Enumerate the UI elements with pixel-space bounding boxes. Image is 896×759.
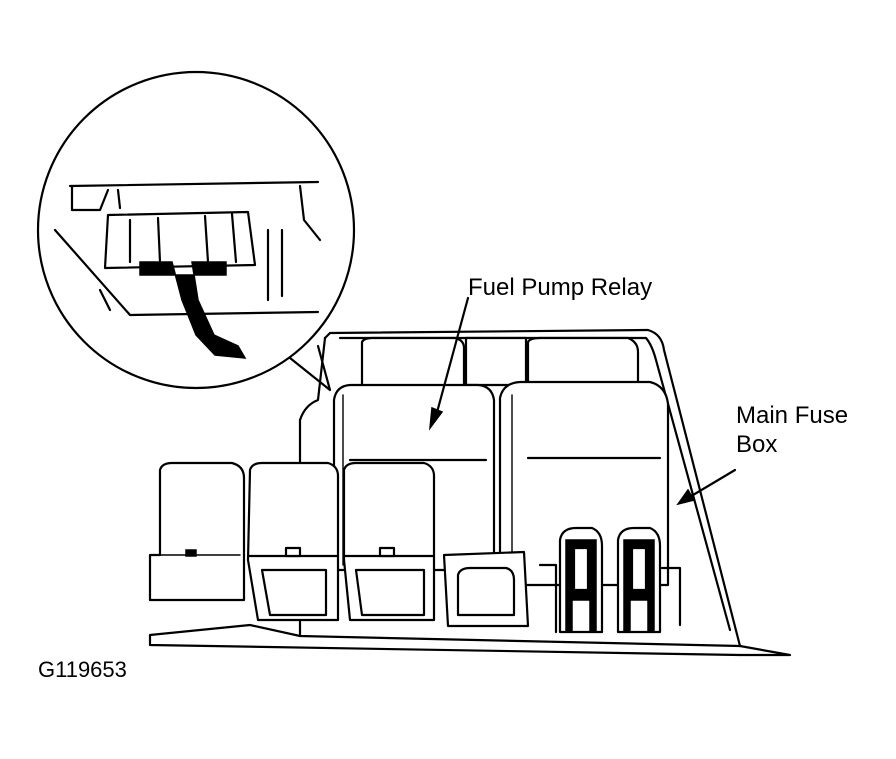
- fuse-clip-2-window: [630, 546, 648, 592]
- front-relay-row: [148, 461, 530, 628]
- fuse-box-left-wall: [298, 336, 327, 422]
- detail-circle: [36, 70, 356, 390]
- relay-b-socket: [260, 568, 328, 617]
- relay-b: [246, 461, 340, 622]
- detail-pointer: [288, 344, 332, 392]
- relay-c-tab: [378, 546, 396, 558]
- inset-housing: [70, 184, 322, 242]
- main-fuse-box-leader: [686, 468, 737, 500]
- back-relay-row: [360, 336, 640, 392]
- fuse-box-inner-rim: [338, 336, 732, 632]
- inset-connector: [103, 210, 257, 270]
- relay-socket-d-opening: [456, 566, 516, 617]
- fuse-clip-frames: [538, 563, 682, 634]
- inset-details: [98, 228, 284, 312]
- back-relay-2: [464, 336, 528, 387]
- figure-id: G119653: [38, 657, 127, 682]
- fuel-pump-relay-arrowhead: [428, 406, 444, 431]
- inset-wire-harness: [139, 261, 247, 359]
- fuse-clips: [538, 526, 682, 634]
- fuel-pump-relay-label: Fuel Pump Relay: [468, 274, 652, 301]
- fuse-box-outer-wall: [323, 328, 742, 648]
- relay-a: [148, 461, 246, 602]
- inset-connector-pins: [128, 212, 238, 264]
- main-fuse-box-label-line2: Box: [736, 431, 777, 458]
- relay-socket-d: [442, 550, 530, 628]
- relay-b-tab: [284, 546, 302, 558]
- main-fuse-box-arrowhead: [676, 488, 696, 506]
- fuse-box-base: [148, 623, 792, 657]
- relay-a-tab: [185, 549, 197, 557]
- back-relay-1: [360, 336, 466, 392]
- relay-c-socket: [354, 568, 426, 617]
- relay-c: [342, 461, 436, 622]
- fuel-pump-relay-leader: [434, 296, 470, 418]
- inset-floor: [53, 228, 320, 317]
- main-fuse-box: [148, 328, 792, 657]
- main-fuse-box-label-line1: Main Fuse: [736, 402, 848, 429]
- detail-inset: [36, 70, 356, 392]
- leader-arrows: [428, 296, 737, 506]
- inset-top-edge: [68, 180, 320, 188]
- back-relay-3: [526, 336, 640, 387]
- fuse-clip-1-window: [572, 546, 590, 592]
